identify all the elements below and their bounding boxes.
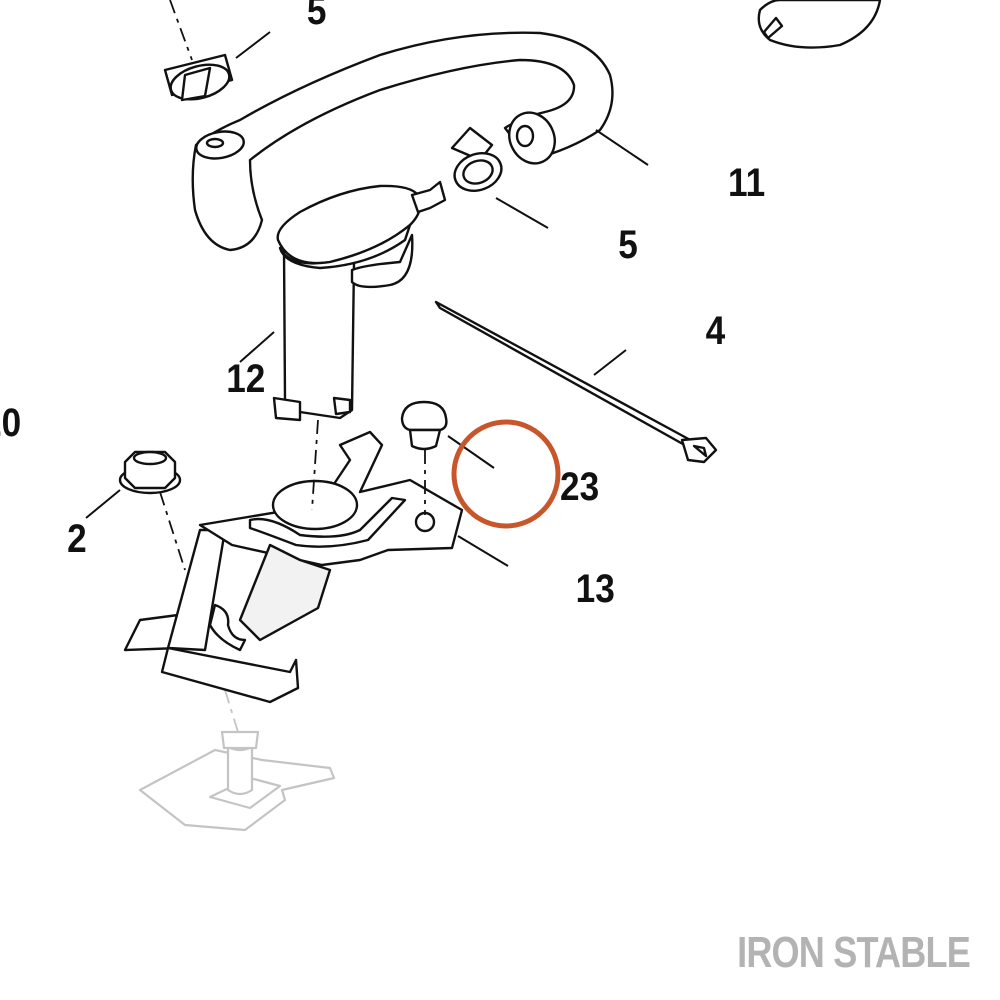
callout-13: 13 bbox=[576, 566, 615, 611]
partial-part-top-right bbox=[757, 0, 882, 49]
watermark: IRON STABLE bbox=[737, 928, 971, 977]
leader-lines bbox=[85, 31, 649, 567]
callout-2: 2 bbox=[67, 516, 87, 561]
callout-11: 11 bbox=[728, 160, 765, 205]
callout-23: 23 bbox=[560, 464, 599, 509]
cable-tie-part-4 bbox=[434, 300, 718, 464]
clamp-part-5-top bbox=[163, 53, 234, 102]
plug-part-23 bbox=[400, 400, 448, 451]
canister-part-12 bbox=[272, 180, 447, 422]
bracket-part-13 bbox=[123, 430, 464, 704]
highlight-ring bbox=[451, 419, 561, 529]
callout-5-top: 5 bbox=[307, 0, 327, 32]
callout-12: 12 bbox=[226, 356, 265, 401]
callout-20: 20 bbox=[0, 400, 21, 445]
callout-5-middle: 5 bbox=[618, 222, 638, 267]
ghost-mount-plate bbox=[138, 730, 336, 832]
hose-part-11 bbox=[191, 31, 614, 252]
callout-4: 4 bbox=[706, 308, 726, 353]
flange-nut-part-2 bbox=[118, 450, 182, 495]
clamp-part-5-middle bbox=[450, 126, 503, 193]
